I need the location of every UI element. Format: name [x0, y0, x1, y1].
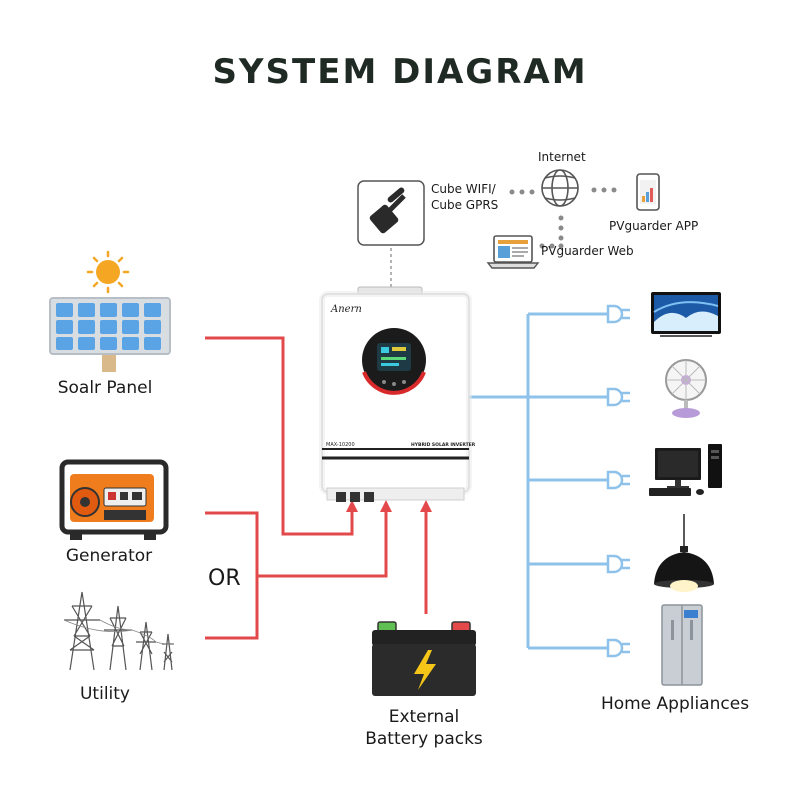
- wifi-module-icon: [357, 180, 425, 246]
- inverter-model: MAX-10200: [326, 442, 355, 448]
- refrigerator-icon: [661, 604, 703, 686]
- page-title: SYSTEM DIAGRAM: [212, 52, 588, 92]
- battery-label-line1: External: [388, 707, 460, 727]
- desktop-computer-icon: [649, 444, 722, 496]
- sun-icon: [86, 250, 130, 294]
- fan-icon: [665, 359, 707, 418]
- generator-label: Generator: [65, 546, 153, 566]
- pvguarder-app-label: PVguarder APP: [609, 219, 699, 233]
- generator-icon: [59, 459, 169, 540]
- inverter-type: HYBRID SOLAR INVERTER: [411, 442, 476, 448]
- pendant-lamp-icon: [654, 514, 714, 592]
- laptop-icon: [486, 235, 540, 269]
- solar-input-line: [205, 336, 358, 536]
- battery-label-line2: Battery packs: [365, 729, 483, 749]
- comm-dotted-lines: [390, 187, 617, 290]
- hybrid-inverter: [319, 286, 472, 502]
- battery-icon: [372, 621, 476, 696]
- plug-icon: [606, 638, 630, 658]
- internet-label: Internet: [538, 150, 586, 164]
- battery-input-line: [420, 500, 432, 614]
- home-appliances-label: Home Appliances: [600, 694, 750, 714]
- generator-utility-input-line: [205, 500, 392, 640]
- comm-module-label-line2: Cube GPRS: [431, 198, 499, 212]
- smartphone-icon: [636, 173, 660, 211]
- tv-icon: [651, 292, 721, 337]
- solar-panel-icon: [49, 297, 171, 372]
- utility-tower-icon: [63, 591, 175, 671]
- plug-icons: [606, 304, 630, 658]
- plug-icon: [606, 470, 630, 490]
- or-label: OR: [208, 566, 241, 591]
- comm-module-label-line1: Cube WIFI/: [431, 182, 496, 196]
- plug-icon: [606, 387, 630, 407]
- utility-label: Utility: [79, 684, 130, 704]
- inverter-brand: Anern: [330, 304, 362, 315]
- pvguarder-web-label: PVguarder Web: [541, 244, 634, 258]
- globe-icon: [541, 169, 579, 207]
- appliance-output-bus: [468, 312, 608, 650]
- plug-icon: [606, 304, 630, 324]
- solar-panel-label: Soalr Panel: [57, 378, 153, 398]
- plug-icon: [606, 554, 630, 574]
